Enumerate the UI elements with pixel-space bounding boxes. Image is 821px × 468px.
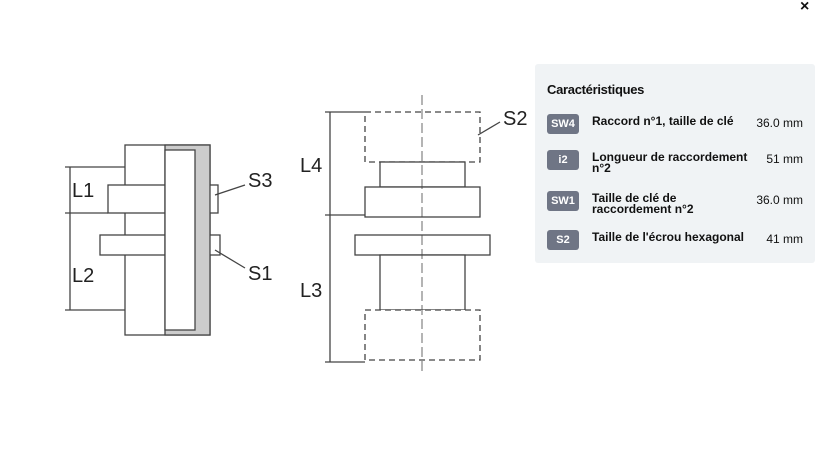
right-thread-upper — [379, 161, 466, 188]
right-hex — [364, 186, 481, 218]
leader-line — [214, 249, 246, 269]
right-nut — [354, 234, 491, 256]
characteristic-row: SW1 Taille de clé de raccordement n°2 36… — [547, 191, 803, 215]
label-l2: L2 — [72, 265, 94, 287]
label-l4: L4 — [300, 155, 322, 177]
characteristic-value: 36.0 mm — [756, 193, 803, 207]
label-s2: S2 — [503, 108, 527, 130]
characteristic-row: S2 Taille de l'écrou hexagonal 41 mm — [547, 230, 803, 250]
characteristic-value: 51 mm — [766, 152, 803, 166]
leader-line — [477, 121, 501, 136]
characteristic-label: Raccord n°1, taille de clé — [592, 114, 734, 128]
right-nut-dashed-bottom — [364, 309, 481, 361]
right-nut-dashed-top — [364, 111, 481, 163]
characteristics-panel: Caractéristiques SW4 Raccord n°1, taille… — [535, 64, 815, 263]
badge: SW4 — [547, 114, 579, 134]
label-s1: S1 — [248, 263, 272, 285]
technical-drawing: L1 L2 S3 S1 L4 L3 S2 — [65, 95, 527, 375]
left-bore — [164, 149, 196, 331]
characteristic-row: i2 Longueur de raccordement n°2 51 mm — [547, 150, 803, 174]
badge: SW1 — [547, 191, 579, 211]
characteristic-row: SW4 Raccord n°1, taille de clé 36.0 mm — [547, 114, 803, 134]
right-thread-lower — [379, 254, 466, 311]
characteristic-value: 36.0 mm — [756, 116, 803, 130]
characteristic-label: Taille de clé de raccordement n°2 — [592, 191, 694, 216]
badge: i2 — [547, 150, 579, 170]
label-l1: L1 — [72, 180, 94, 202]
badge: S2 — [547, 230, 579, 250]
characteristic-value: 41 mm — [766, 232, 803, 246]
characteristic-label: Taille de l'écrou hexagonal — [592, 230, 745, 244]
leader-line — [214, 184, 246, 196]
characteristic-label: Longueur de raccordement n°2 — [592, 150, 748, 175]
label-l3: L3 — [300, 280, 322, 302]
close-button[interactable]: × — [800, 0, 810, 15]
label-s3: S3 — [248, 170, 272, 192]
panel-title: Caractéristiques — [547, 82, 645, 97]
